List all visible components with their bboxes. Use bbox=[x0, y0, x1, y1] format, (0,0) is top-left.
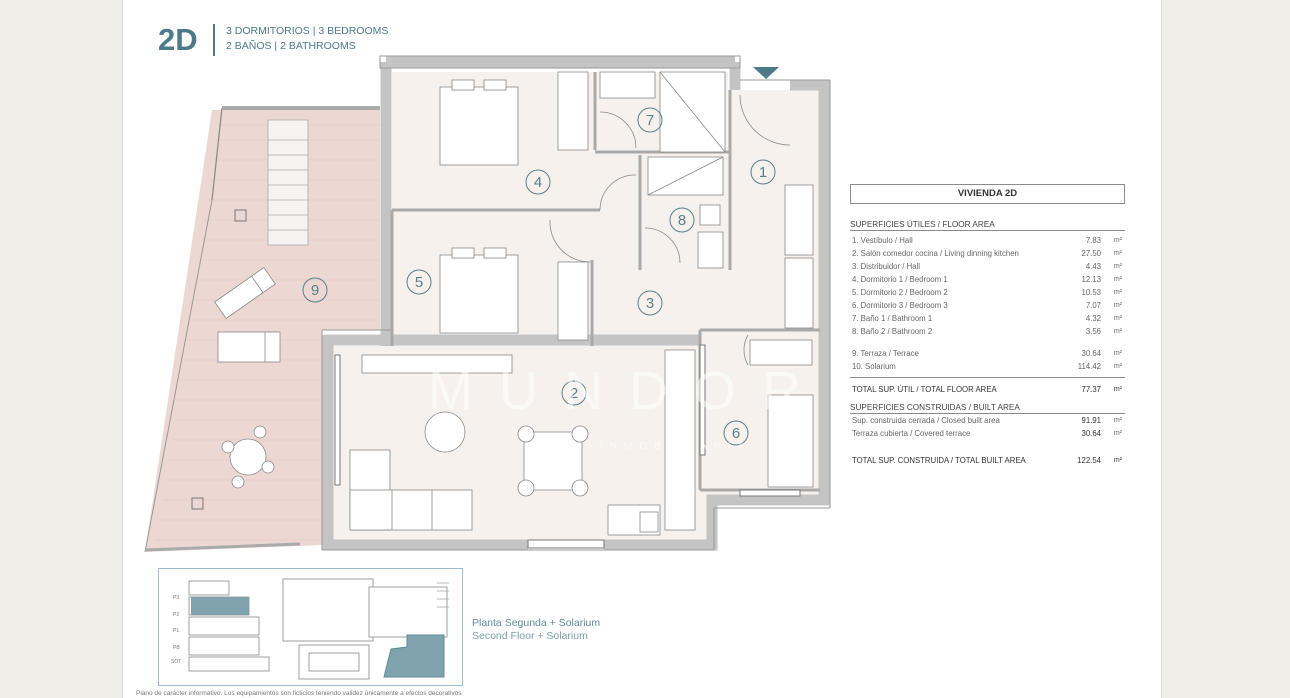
header-divider bbox=[213, 24, 215, 56]
sun-loungers bbox=[214, 267, 281, 363]
total-built-area: TOTAL SUP. CONSTRUIDA / TOTAL BUILT AREA… bbox=[852, 456, 1122, 465]
level-label: P3 bbox=[173, 595, 179, 601]
room-number-2: 2 bbox=[570, 385, 578, 402]
keyplan-caption-en: Second Floor + Solarium bbox=[472, 630, 588, 642]
room-number-3: 3 bbox=[646, 295, 654, 312]
terrace-table bbox=[221, 425, 275, 489]
keyplan-caption-es: Planta Segunda + Solarium bbox=[472, 617, 601, 629]
disclaimer: Plano de carácter informativo. Los equip… bbox=[136, 690, 464, 697]
table-row: Sup. construida cerrada / Closed built a… bbox=[852, 416, 1122, 425]
watermark: MUNDOR bbox=[428, 361, 827, 421]
floor-plan: 1 2 3 4 5 6 7 8 9 bbox=[144, 55, 831, 553]
bathroom-fixtures bbox=[599, 71, 726, 269]
walls bbox=[322, 56, 830, 551]
built-area-heading: SUPERFICIES CONSTRUIDAS / BUILT AREA bbox=[850, 403, 1125, 414]
terrace-area bbox=[145, 110, 380, 552]
room-number-6: 6 bbox=[732, 425, 740, 442]
level-label: PB bbox=[173, 645, 180, 651]
beds bbox=[439, 79, 814, 488]
key-plan-drawing: P3 P2 P1 PB SOT bbox=[171, 578, 449, 680]
bedrooms-label: 3 DORMITORIOS | 3 BEDROOMS bbox=[226, 25, 389, 37]
room-number-1: 1 bbox=[759, 164, 767, 181]
level-label: P1 bbox=[173, 628, 179, 634]
wardrobes bbox=[557, 71, 814, 366]
table-title: VIVIENDA 2D bbox=[850, 184, 1125, 204]
room-number-7: 7 bbox=[646, 112, 654, 129]
room-number-8: 8 bbox=[678, 212, 686, 229]
living-furniture bbox=[349, 349, 696, 536]
table-row: 2. Salón comedor cocina / Living dinning… bbox=[852, 249, 1122, 258]
room-number-9: 9 bbox=[311, 282, 319, 299]
door-swings bbox=[549, 94, 791, 366]
entrance-arrow bbox=[753, 67, 779, 79]
level-label: SOT bbox=[171, 659, 181, 665]
windows bbox=[334, 344, 801, 549]
room-number-4: 4 bbox=[534, 174, 542, 191]
floor-area-heading: SUPERFICIES ÚTILES / FLOOR AREA bbox=[850, 220, 1125, 231]
unit-code: 2D bbox=[158, 22, 198, 57]
post bbox=[191, 497, 204, 510]
key-plan: P3 P2 P1 PB SOT bbox=[158, 568, 463, 686]
area-table: VIVIENDA 2D SUPERFICIES ÚTILES / FLOOR A… bbox=[850, 184, 1125, 468]
watermark-subtitle: INMOBILIARIA bbox=[600, 441, 752, 452]
bathrooms-label: 2 BAÑOS | 2 BATHROOMS bbox=[226, 40, 356, 52]
room-number-5: 5 bbox=[415, 274, 423, 291]
room-labels bbox=[302, 107, 776, 446]
stairs bbox=[267, 119, 309, 246]
level-label: P2 bbox=[173, 612, 179, 618]
post bbox=[234, 209, 247, 222]
